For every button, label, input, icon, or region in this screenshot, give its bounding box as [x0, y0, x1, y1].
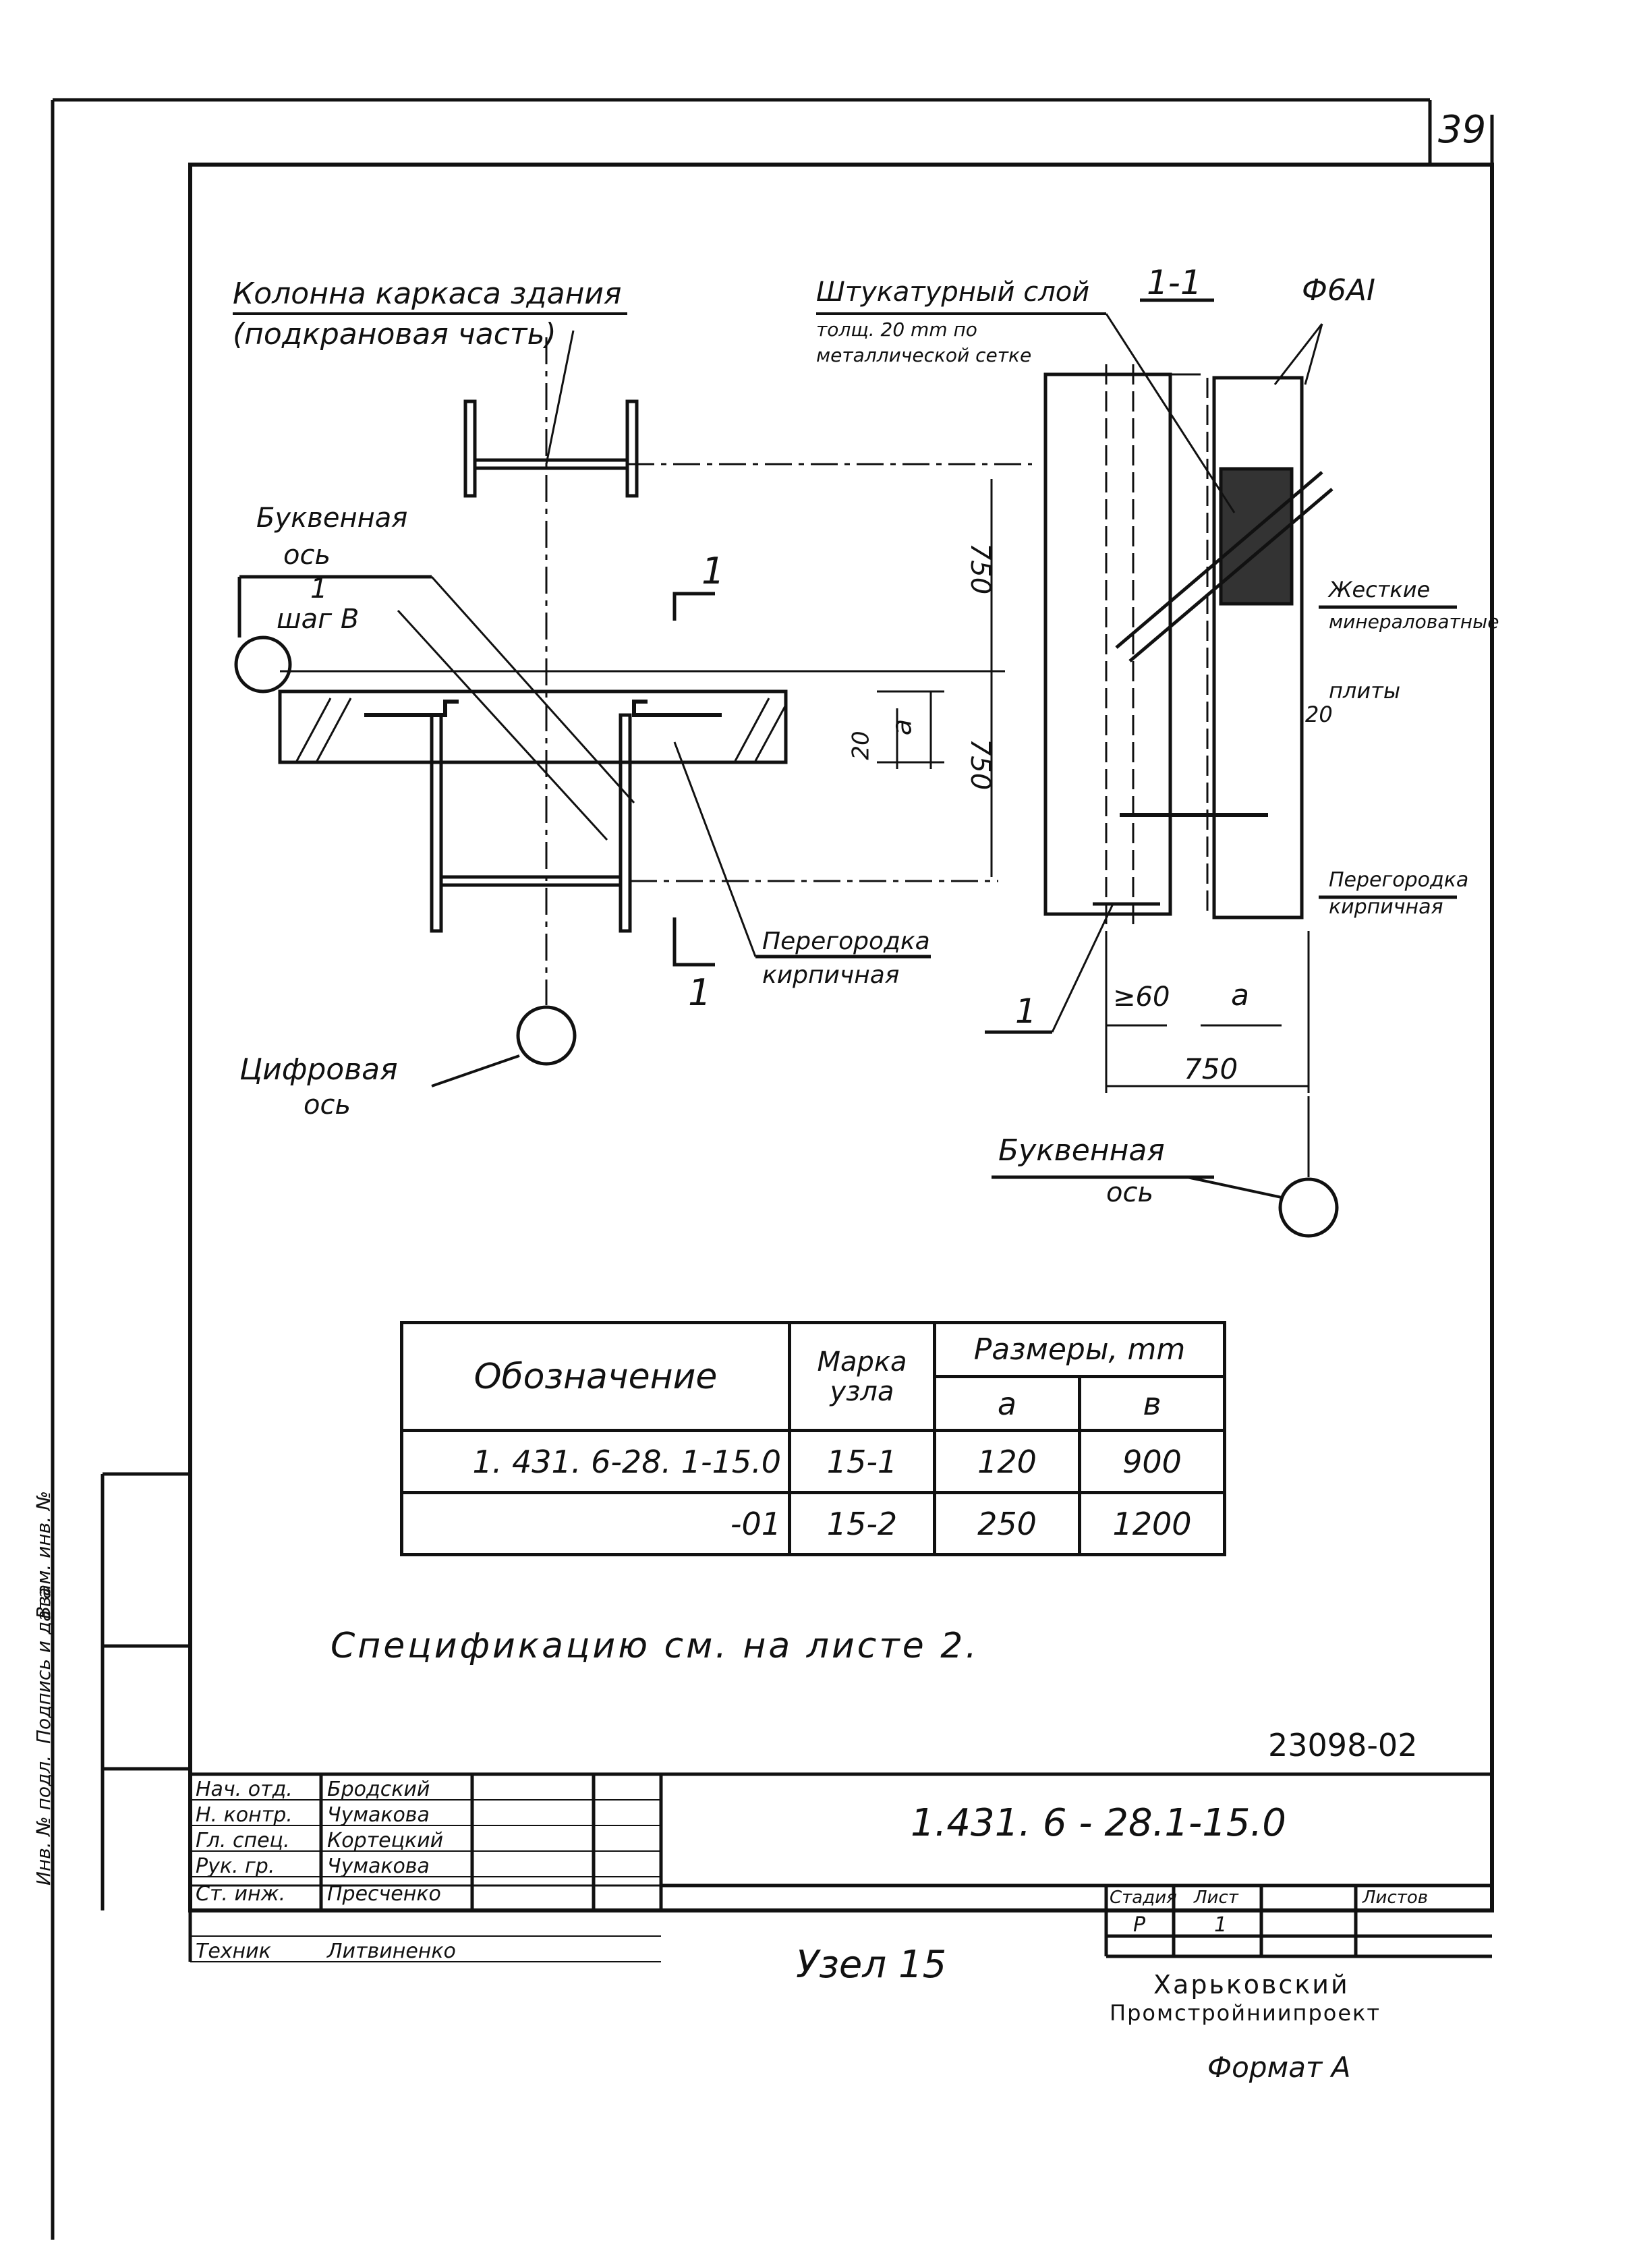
staff-role: Н. контр. [196, 1803, 293, 1827]
mineral-label-2: минераловатные [1329, 611, 1499, 633]
dim-750-bottom: 750 [965, 738, 996, 791]
section-view [816, 298, 1457, 1238]
staff-role: Ст. инж. [196, 1882, 286, 1906]
document-code: 1.431. 6 - 28.1-15.0 [911, 1801, 1286, 1845]
header-mark: Марка узла [788, 1321, 936, 1432]
header-col-a: a [933, 1375, 1081, 1432]
section-dim-20: 20 [1305, 702, 1333, 727]
dim-750-top: 750 [965, 542, 996, 595]
partition-label-1: Перегородка [762, 928, 930, 955]
brick-partition-section [1212, 376, 1304, 919]
dim-20-plan: 20 [847, 731, 875, 760]
letter-axis-label-left-1: Буквенная [256, 503, 408, 534]
page-number-box [1428, 100, 1494, 167]
section-dim-750: 750 [1184, 1052, 1238, 1085]
header-sizes: Размеры, mm [933, 1321, 1226, 1378]
table-row: -01 15-2 250 1200 [400, 1491, 1226, 1556]
staff-name: Литвиненко [327, 1939, 456, 1963]
sheets-header: Листов [1362, 1888, 1429, 1908]
cell-mark: 15-1 [788, 1429, 936, 1494]
stage-value: Р [1133, 1913, 1146, 1937]
plan-view [233, 312, 1032, 1087]
page-number: 39 [1438, 108, 1487, 152]
upper-flange-right [625, 399, 639, 498]
organization-line-2: Промстройниипроект [1110, 2000, 1381, 2026]
plaster-label-2: толщ. 20 mm по металлической сетке [816, 318, 1032, 366]
title-block-lines [188, 1772, 1492, 1962]
sheet-title: Узел 15 [796, 1943, 947, 1987]
section-dim-ge60: ≥60 [1113, 982, 1170, 1013]
inner-frame [188, 163, 1494, 1912]
section-callout-1: 1 [1015, 992, 1037, 1031]
step-label-bottom: шаг В [277, 604, 360, 635]
staff-name: Чумакова [327, 1803, 430, 1827]
staff-role: Гл. спец. [196, 1829, 290, 1852]
section-partition-label: Перегородка кирпичная [1329, 868, 1469, 919]
partition-wall [278, 689, 788, 764]
cell-designation: 1. 431. 6-28. 1-15.0 [400, 1429, 791, 1494]
staff-name: Кортецкий [327, 1829, 444, 1852]
strip-inv-orig: Инв. № подл. [32, 1755, 55, 1886]
letter-axis-label-right-1: Буквенная [998, 1133, 1165, 1168]
partition-label-2: кирпичная [762, 961, 900, 989]
cell-mark: 15-2 [788, 1491, 936, 1556]
section-mark-top: 1 [701, 550, 725, 592]
upper-flange-left [463, 399, 477, 498]
table-row: 1. 431. 6-28. 1-15.0 15-1 120 900 [400, 1429, 1226, 1494]
organization-line-1: Харьковский [1153, 1970, 1350, 2000]
column-title-line-2: (подкрановая часть) [233, 317, 556, 351]
cell-a: 250 [933, 1491, 1081, 1556]
specification-table: Обозначение Марка узла Размеры, mm a в 1… [400, 1321, 1226, 1556]
letter-axis-circle-left [234, 635, 292, 693]
cell-b: 1200 [1078, 1491, 1226, 1556]
staff-name: Пресченко [327, 1882, 441, 1906]
header-designation: Обозначение [400, 1321, 791, 1432]
sheet-header: Лист [1194, 1888, 1238, 1908]
plaster-label-1: Штукатурный слой [816, 277, 1090, 308]
mineral-wool-insert [1219, 467, 1294, 606]
letter-axis-label-right-2: ось [1106, 1177, 1154, 1208]
section-dim-a: a [1231, 978, 1249, 1013]
stage-header: Стадия [1110, 1888, 1177, 1908]
staff-name: Чумакова [327, 1854, 430, 1878]
staff-role: Рук. гр. [196, 1854, 275, 1878]
staff-role: Техник [196, 1939, 271, 1963]
lower-flange-left [430, 713, 443, 933]
digital-axis-label-2: ось [304, 1089, 351, 1121]
section-mark-bottom: 1 [688, 971, 712, 1014]
section-title: 1-1 [1147, 263, 1202, 302]
strip-inv-instead: Взам. инв. № [32, 1490, 55, 1619]
staff-role: Нач. отд. [196, 1778, 293, 1801]
format-label: Формат А [1207, 2051, 1351, 2084]
step-label-top: 1 [310, 573, 328, 604]
dim-a-plan: a [886, 718, 918, 736]
bar-label: Ф6АI [1302, 273, 1375, 308]
inventory-number: 23098-02 [1268, 1727, 1418, 1763]
lower-flange-right [619, 713, 632, 933]
spec-note: Спецификацию см. на листе 2. [331, 1626, 979, 1666]
cell-a: 120 [933, 1429, 1081, 1494]
cell-b: 900 [1078, 1429, 1226, 1494]
sheet-value: 1 [1214, 1913, 1228, 1937]
header-col-b: в [1078, 1375, 1226, 1432]
digital-axis-circle [516, 1005, 577, 1066]
letter-axis-label-left-2: ось [283, 540, 331, 571]
cell-designation: -01 [400, 1491, 791, 1556]
mineral-label-3: плиты [1329, 678, 1401, 704]
digital-axis-label-1: Цифровая [239, 1052, 398, 1087]
staff-name: Бродский [327, 1778, 430, 1801]
column-title-line-1: Колонна каркаса здания [233, 277, 622, 311]
mineral-label-1: Жесткие [1329, 577, 1431, 602]
letter-axis-circle-right [1278, 1177, 1339, 1238]
